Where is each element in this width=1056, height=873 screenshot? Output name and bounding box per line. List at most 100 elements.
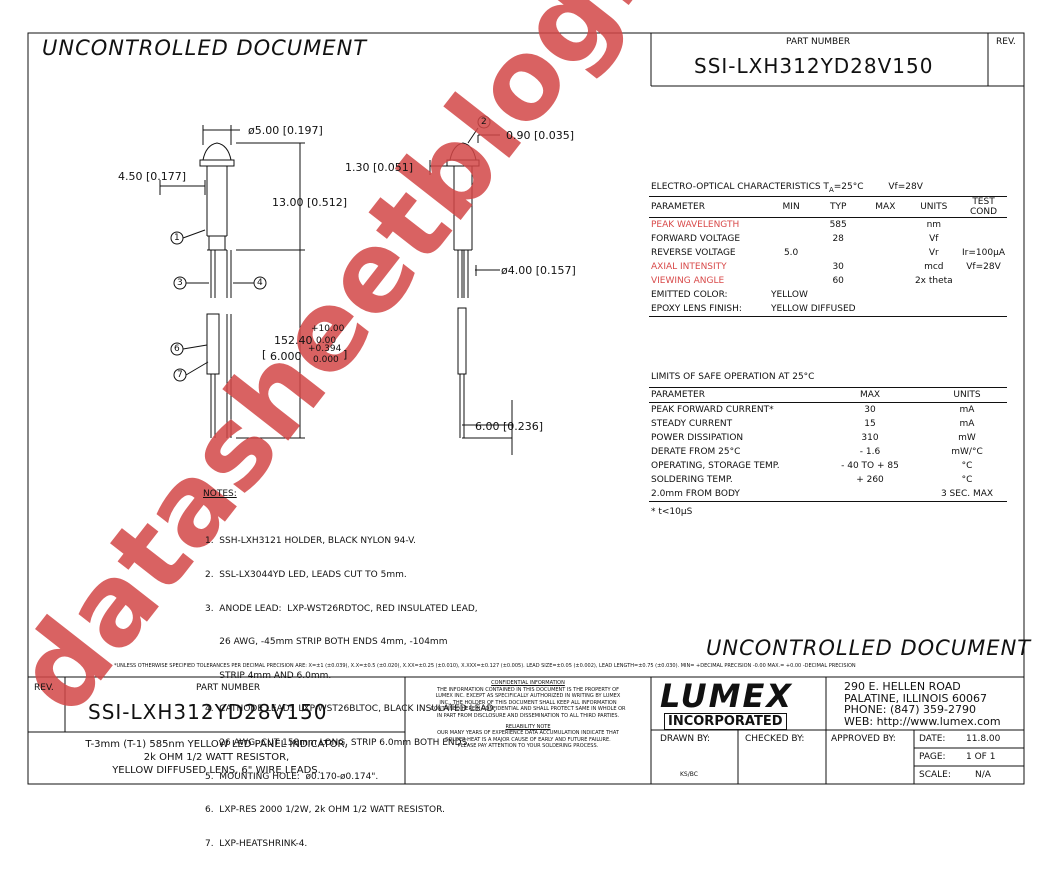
date-value: 11.8.00	[966, 734, 1001, 744]
notes-title: NOTES:	[203, 489, 237, 499]
table-row: VIEWING ANGLE 60 2x theta	[649, 274, 1007, 288]
desc-line: 2k OHM 1/2 WATT RESISTOR,	[143, 752, 290, 763]
limits-header-row: PARAMETER MAX UNITS	[649, 387, 1007, 403]
note-line: 3. ANODE LEAD: LXP-WST26RDTOC, RED INSUL…	[205, 603, 478, 614]
table-cell: 2.0mm FROM BODY	[651, 489, 740, 499]
sheet-frame	[27, 32, 1025, 785]
rev-label: REV.	[34, 683, 54, 693]
table-row: PEAK FORWARD CURRENT* 30 mA	[649, 403, 1007, 418]
table-cell: STEADY CURRENT	[651, 419, 733, 429]
table-cell: mA	[959, 405, 975, 415]
table-cell: 30	[864, 405, 876, 415]
table-cell: 60	[832, 276, 844, 286]
epoxy-value: YELLOW DIFFUSED	[770, 304, 856, 314]
table-cell	[863, 218, 907, 233]
tb-part-number-label: PART NUMBER	[196, 683, 261, 693]
note-line: 2. SSL-LX3044YD LED, LEADS CUT TO 5mm.	[205, 570, 407, 581]
table-cell: mW	[958, 433, 976, 443]
table-cell: 28	[832, 234, 844, 244]
table-cell: Vr	[928, 248, 939, 258]
table-cell	[960, 274, 1007, 288]
electro-header: TEST COND	[970, 197, 998, 217]
tb-part-number: SSI-LXH312YD28V150	[88, 700, 328, 724]
table-cell: PEAK WAVELENGTH	[651, 220, 740, 230]
balloon-7: 7	[177, 370, 183, 380]
tol-zero2: 0.000	[313, 355, 339, 365]
balloon-6: 6	[174, 344, 180, 354]
dim-1300: 13.00 [0.512]	[272, 196, 348, 209]
table-cell	[769, 274, 813, 288]
lumex-logo-sub: INCORPORATED	[664, 713, 787, 730]
table-cell: 310	[861, 433, 879, 443]
table-cell: °C	[961, 461, 973, 471]
table-row: POWER DISSIPATION 310 mW	[649, 431, 1007, 445]
rel-line: SOLDER HEAT IS A MAJOR CAUSE OF EARLY AN…	[445, 736, 611, 743]
conf-line: INC., THE HOLDER OF THIS DOCUMENT SHALL …	[439, 699, 617, 706]
table-cell: °C	[961, 475, 973, 485]
table-cell: mcd	[924, 262, 944, 272]
table-cell: 30	[832, 262, 844, 272]
epoxy-label: EPOXY LENS FINISH:	[651, 304, 742, 314]
table-cell	[863, 246, 907, 260]
rel-line: PLEASE PAY ATTENTION TO YOUR SOLDERING P…	[457, 743, 599, 750]
table-cell	[813, 487, 927, 502]
table-cell	[813, 246, 863, 260]
lumex-logo: LUMEX	[660, 677, 793, 715]
address-block: 290 E. HELLEN ROAD PALATINE, ILLINOIS 60…	[844, 681, 1001, 727]
table-cell: + 260	[856, 475, 884, 485]
note-line: 5. MOUNTING HOLE: ø0.170-ø0.174".	[205, 771, 379, 782]
electro-header: MAX	[875, 202, 896, 212]
tolerance-note: *UNLESS OTHERWISE SPECIFIED TOLERANCES P…	[114, 663, 856, 669]
table-cell: VIEWING ANGLE	[651, 276, 725, 286]
table-cell: - 1.6	[859, 447, 881, 457]
page-value: 1 OF 1	[966, 752, 996, 762]
note-line: 1. SSH-LXH3121 HOLDER, BLACK NYLON 94-V.	[205, 536, 416, 547]
checked-by-label: CHECKED BY:	[745, 734, 805, 744]
table-cell	[769, 260, 813, 274]
table-cell: 2x theta	[914, 276, 953, 286]
dim-diameter: ø5.00 [0.197]	[248, 124, 323, 137]
balloon-1: 1	[174, 233, 180, 243]
note-line: 26 AWG, CUT 158mm LONG, STRIP 6.0mm BOTH…	[205, 738, 471, 749]
table-cell: nm	[926, 220, 942, 230]
dim-090: 0.90 [0.035]	[506, 129, 575, 142]
address-line: WEB: http://www.lumex.com	[844, 714, 1001, 728]
electro-header: PARAMETER	[651, 202, 705, 212]
note-line: STRIP 4mm AND 6.0mm.	[205, 670, 332, 681]
table-row: OPERATING, STORAGE TEMP.- 40 TO + 85°C	[649, 459, 1007, 473]
dim-130: 1.30 [0.051]	[345, 161, 414, 174]
table-cell	[960, 232, 1007, 246]
table-cell: PEAK FORWARD CURRENT*	[651, 405, 774, 415]
table-cell: 5.0	[783, 248, 799, 258]
table-cell	[863, 274, 907, 288]
rel-line: OUR MANY YEARS OF EXPERIENCE DATA ACCUMU…	[437, 730, 619, 737]
confidential-block: CONFIDENTIAL INFORMATION THE INFORMATION…	[405, 680, 651, 750]
table-cell: POWER DISSIPATION	[651, 433, 744, 443]
limits-header: UNITS	[953, 390, 981, 400]
table-cell: FORWARD VOLTAGE	[651, 234, 741, 244]
uncontrolled-footer: UNCONTROLLED DOCUMENT	[706, 636, 1032, 660]
note-line: 26 AWG, -45mm STRIP BOTH ENDS 4mm, -104m…	[205, 637, 448, 648]
table-cell	[769, 218, 813, 233]
part-number-header: SSI-LXH312YD28V150	[694, 54, 934, 78]
note-line: 6. LXP-RES 2000 1/2W, 2k OHM 1/2 WATT RE…	[205, 805, 445, 816]
address-line: 290 E. HELLEN ROAD	[844, 680, 961, 693]
dim-450: 4.50 [0.177]	[118, 170, 187, 183]
limits-footnote: * t<10µS	[651, 507, 693, 517]
table-cell: mW/°C	[951, 447, 983, 457]
table-cell: OPERATING, STORAGE TEMP.	[651, 461, 780, 471]
electro-header-row: PARAMETER MIN TYP MAX UNITS TEST COND	[649, 196, 1007, 218]
emitted-label: EMITTED COLOR:	[651, 290, 728, 300]
conf-line: IN PART FROM DISCLOSURE AND DISSEMINATIO…	[436, 712, 620, 719]
table-row: EMITTED COLOR:YELLOW	[649, 288, 1007, 302]
address-line: PHONE: (847) 359-2790	[844, 703, 976, 716]
table-row: SOLDERING TEMP.+ 260°C	[649, 473, 1007, 487]
table-cell	[863, 232, 907, 246]
scale-value: N/A	[975, 770, 991, 780]
uncontrolled-header: UNCONTROLLED DOCUMENT	[42, 36, 368, 60]
electro-title: ELECTRO-OPTICAL CHARACTERISTICS TA=25°C …	[651, 182, 923, 194]
note-line: 4. CATHODE LEAD: LXP-WST26BLTOC, BLACK I…	[205, 704, 497, 715]
table-cell	[769, 232, 813, 246]
